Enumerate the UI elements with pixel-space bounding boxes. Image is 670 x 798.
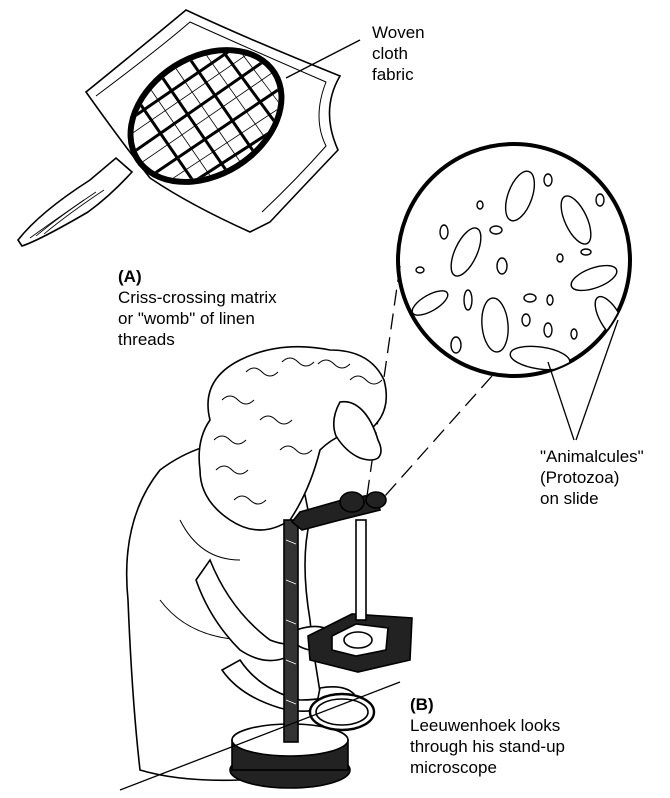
label-a-line-3: threads (118, 329, 277, 350)
label-b: (B) Leeuwenhoek looks through his stand-… (410, 694, 565, 778)
woven-cloth-label: Woven cloth fabric (372, 22, 425, 85)
label-a-tag: (A) (118, 266, 277, 287)
animalcule-pointer-1 (548, 362, 574, 440)
animalcules-line-2: (Protozoa) (540, 467, 644, 488)
animalcules-label: "Animalcules" (Protozoa) on slide (540, 446, 644, 509)
label-a: (A) Criss-crossing matrix or "womb" of l… (118, 266, 277, 350)
magnifier-handle (18, 158, 132, 246)
magnified-view (398, 144, 631, 376)
label-b-line-2: through his stand-up (410, 736, 565, 757)
label-b-line-1: Leeuwenhoek looks (410, 715, 565, 736)
woven-line-3: fabric (372, 64, 425, 85)
label-a-line-2: or "womb" of linen (118, 308, 277, 329)
label-a-line-1: Criss-crossing matrix (118, 287, 277, 308)
view-line-right (376, 376, 492, 506)
animalcules-line-3: on slide (540, 488, 644, 509)
woven-line-1: Woven (372, 22, 425, 43)
woven-line-2: cloth (372, 43, 425, 64)
label-b-tag: (B) (410, 694, 565, 715)
animalcules-line-1: "Animalcules" (540, 446, 644, 467)
label-b-line-3: microscope (410, 757, 565, 778)
